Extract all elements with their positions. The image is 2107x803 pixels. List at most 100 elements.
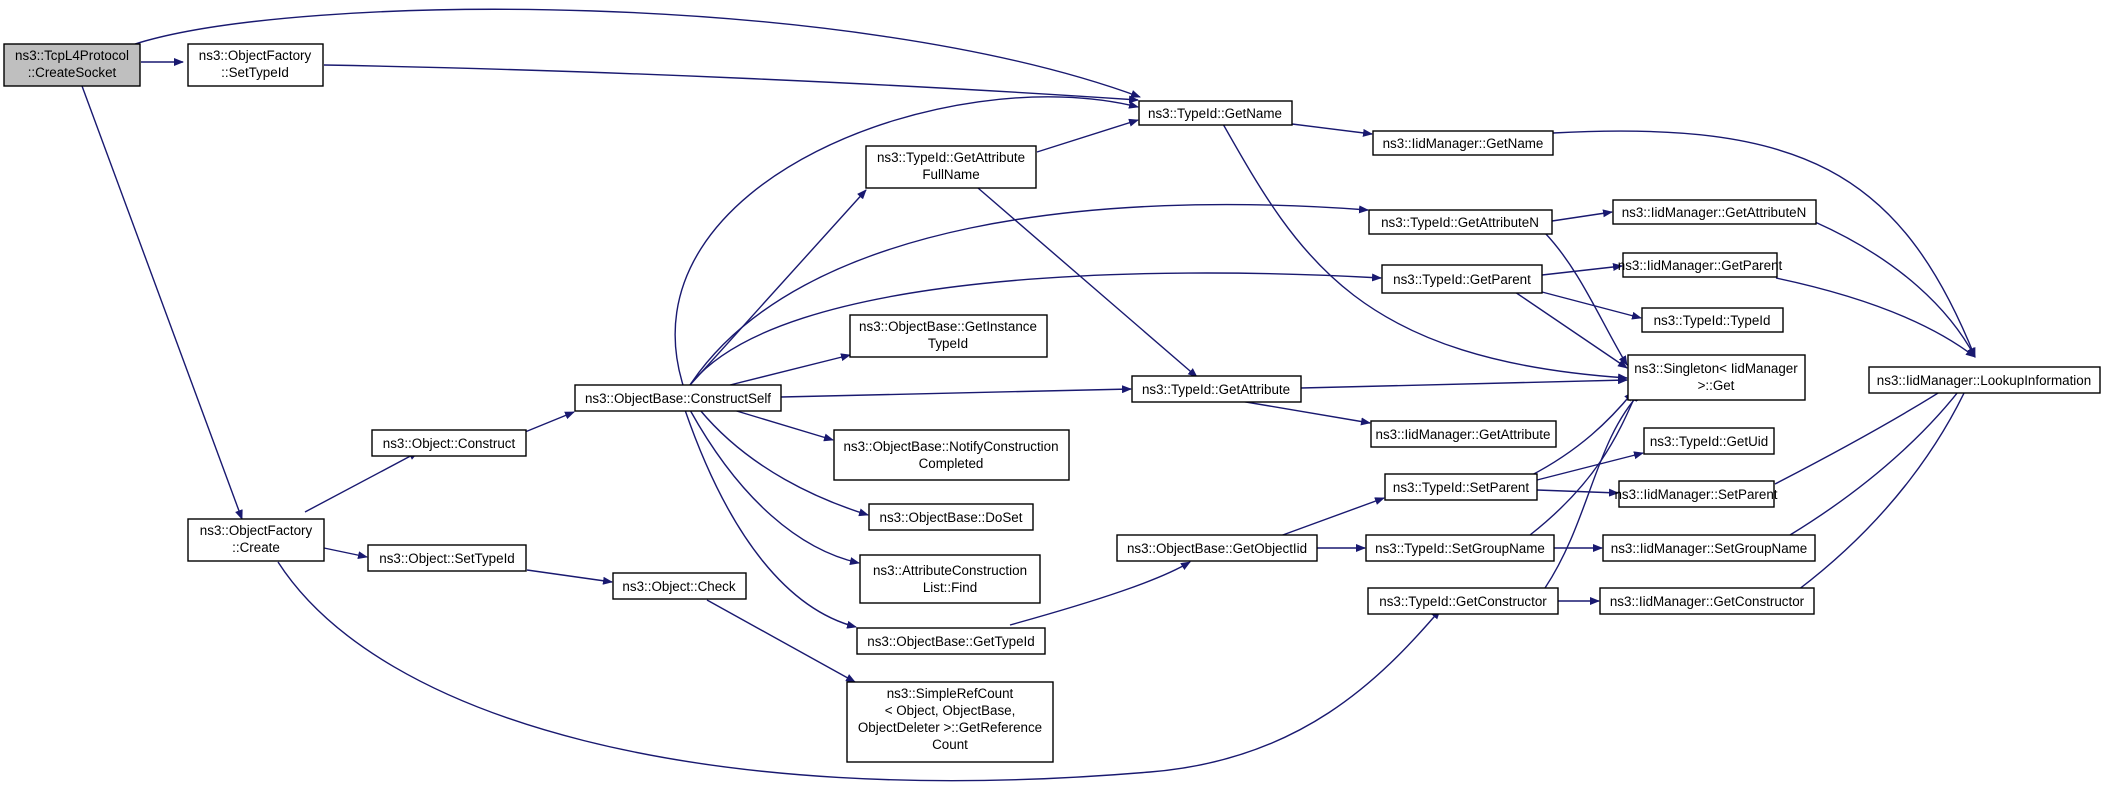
edge-obj-construct-to-ob-constructself (524, 411, 575, 433)
node-label-line: ns3::TypeId::GetAttribute (1142, 382, 1290, 397)
node-label-line: ns3::TcpL4Protocol (15, 48, 129, 63)
node-label-line: ns3::IidManager::LookupInformation (1877, 373, 2091, 388)
edge-typeid-getattrn-to-iid-getattrn (1551, 209, 1613, 222)
node-objectbase-gettypeid[interactable]: ns3::ObjectBase::GetTypeId (856, 627, 1046, 655)
node-iidmanager-getattributen[interactable]: ns3::IidManager::GetAttributeN (1612, 199, 1817, 225)
edge-typeid-getattribute-to-singleton-get (1300, 376, 1628, 389)
node-typeid-getuid[interactable]: ns3::TypeId::GetUid (1643, 427, 1775, 455)
node-objectbase-doset[interactable]: ns3::ObjectBase::DoSet (868, 503, 1034, 531)
node-label-line: ns3::ObjectFactory (200, 523, 313, 538)
edge-of-create-to-obj-settypeid (323, 547, 368, 560)
node-iidmanager-getparent[interactable]: ns3::IidManager::GetParent (1618, 252, 1783, 278)
node-singleton-iidmanager-get[interactable]: ns3::Singleton< IidManager >::Get (1627, 354, 1806, 401)
node-typeid-getattributefullname[interactable]: ns3::TypeId::GetAttribute FullName (865, 145, 1037, 189)
edge-obj-check-to-simplerefcount (706, 599, 856, 683)
node-label-line: ns3::ObjectBase::ConstructSelf (585, 391, 771, 406)
node-label-line: ns3::ObjectBase::DoSet (880, 510, 1023, 525)
node-label-line: ns3::IidManager::GetAttribute (1376, 427, 1551, 442)
edge-iid-getattrn-to-iid-lookup (1814, 221, 1976, 358)
node-label-line: ::CreateSocket (28, 65, 117, 80)
node-label-line: ns3::ObjectBase::GetObjectIid (1127, 541, 1307, 556)
node-label-line: Count (932, 737, 968, 752)
node-typeid-setgroupname[interactable]: ns3::TypeId::SetGroupName (1365, 534, 1555, 562)
edge-typeid-getparent-to-singleton-get (1514, 291, 1628, 369)
node-label-line: ns3::IidManager::GetConstructor (1610, 594, 1805, 609)
edge-typeid-setparent-to-typeid-getuid (1536, 451, 1644, 481)
node-label-line: ns3::Object::Check (622, 579, 735, 594)
node-typeid-getconstructor[interactable]: ns3::TypeId::GetConstructor (1367, 587, 1559, 615)
node-label-line: FullName (922, 167, 979, 182)
node-objectfactory-create[interactable]: ns3::ObjectFactory ::Create (187, 518, 325, 562)
edge-typeid-setparent-to-singleton-get (1529, 391, 1634, 477)
node-label-line: ns3::TypeId::SetGroupName (1375, 541, 1545, 556)
node-typeid-typeid[interactable]: ns3::TypeId::TypeId (1641, 307, 1784, 333)
node-label-line: ns3::IidManager::GetName (1383, 136, 1544, 151)
edge-typeid-getname-to-singleton-get (1222, 123, 1628, 382)
node-attributeconstructionlist-find[interactable]: ns3::AttributeConstruction List::Find (859, 554, 1041, 604)
node-label-line: < Object, ObjectBase, (885, 703, 1016, 718)
edge-iid-setgroupname-to-iid-lookup (1789, 368, 1976, 536)
node-typeid-getattributen[interactable]: ns3::TypeId::GetAttributeN (1368, 209, 1553, 235)
edge-ob-constructself-to-ob-gettypeid (684, 409, 857, 629)
node-objectbase-notifyconstructioncompleted[interactable]: ns3::ObjectBase::NotifyConstruction Comp… (833, 429, 1070, 481)
node-iidmanager-setgroupname[interactable]: ns3::IidManager::SetGroupName (1602, 534, 1816, 562)
node-iidmanager-lookupinformation[interactable]: ns3::IidManager::LookupInformation (1868, 366, 2101, 394)
node-label-line: ns3::ObjectBase::NotifyConstruction (843, 439, 1058, 454)
node-label-line: ns3::TypeId::GetName (1148, 106, 1282, 121)
node-label-line: Completed (919, 456, 984, 471)
node-iidmanager-setparent[interactable]: ns3::IidManager::SetParent (1614, 480, 1778, 508)
node-label-line: ::SetTypeId (221, 65, 289, 80)
node-label-line: ns3::Singleton< IidManager (1634, 361, 1798, 376)
node-label-line: ns3::TypeId::GetUid (1650, 434, 1768, 449)
node-label-line: TypeId (928, 336, 968, 351)
edge-ob-constructself-to-ob-getinstancetypeid (729, 353, 851, 386)
node-simplerefcount-getreferencecount[interactable]: ns3::SimpleRefCount < Object, ObjectBase… (846, 681, 1054, 763)
node-tcpl4protocol-createsocket[interactable]: ns3::TcpL4Protocol ::CreateSocket (3, 43, 141, 87)
edge-typeid-getname-to-iid-getname (1291, 123, 1373, 137)
node-label-line: ns3::IidManager::GetParent (1618, 258, 1783, 273)
edges (81, 8, 1976, 782)
edge-ob-constructself-to-ob-doset (699, 409, 869, 517)
node-objectfactory-settypeid[interactable]: ns3::ObjectFactory ::SetTypeId (187, 43, 324, 87)
node-label-line: ns3::AttributeConstruction (873, 563, 1027, 578)
node-typeid-setparent[interactable]: ns3::TypeId::SetParent (1384, 473, 1538, 501)
node-object-construct[interactable]: ns3::Object::Construct (371, 429, 527, 457)
edge-ob-getobjectiid-to-typeid-setparent (1279, 497, 1385, 537)
edge-typeid-getconstructor-to-singleton-get (1544, 391, 1642, 589)
edge-ob-constructself-to-typeid-getname (674, 96, 1139, 386)
node-iidmanager-getconstructor[interactable]: ns3::IidManager::GetConstructor (1599, 587, 1815, 615)
node-label-line: ns3::ObjectBase::GetInstance (859, 319, 1037, 334)
node-typeid-getname[interactable]: ns3::TypeId::GetName (1138, 100, 1293, 126)
node-typeid-getparent[interactable]: ns3::TypeId::GetParent (1381, 264, 1543, 294)
node-object-settypeid[interactable]: ns3::Object::SetTypeId (367, 544, 527, 572)
edge-typeid-getparent-to-iid-getparent (1541, 263, 1623, 276)
edge-ob-constructself-to-typeid-getparent (689, 272, 1382, 386)
edge-of-create-to-obj-construct (304, 451, 419, 513)
node-objectbase-getobjectiid[interactable]: ns3::ObjectBase::GetObjectIid (1116, 534, 1318, 562)
node-label-line: ns3::TypeId::SetParent (1393, 480, 1530, 495)
edge-ob-constructself-to-typeid-getattribute (780, 385, 1132, 398)
edge-ob-constructself-to-typeid-getattrn (689, 203, 1369, 386)
node-typeid-getattribute[interactable]: ns3::TypeId::GetAttribute (1131, 375, 1302, 403)
edge-typeid-getparent-to-typeid-typeid (1541, 291, 1642, 320)
edge-root-to-typeid-getname (134, 8, 1141, 98)
edge-iid-getparent-to-iid-lookup (1775, 277, 1976, 358)
edge-typeid-setgroupname-to-singleton-get (1529, 391, 1638, 536)
nodes: ns3::TcpL4Protocol ::CreateSocket ns3::O… (3, 43, 2101, 763)
edge-ob-constructself-to-typeid-getattrfullname (689, 189, 867, 386)
node-label-line: >::Get (1698, 378, 1735, 393)
node-iidmanager-getattribute[interactable]: ns3::IidManager::GetAttribute (1370, 420, 1557, 448)
node-objectbase-constructself[interactable]: ns3::ObjectBase::ConstructSelf (574, 384, 782, 412)
edge-ob-gettypeid-to-ob-getobjectiid (1009, 561, 1191, 626)
node-label-line: ns3::TypeId::GetParent (1393, 272, 1531, 287)
node-object-check[interactable]: ns3::Object::Check (612, 572, 747, 600)
node-label-line: ns3::ObjectFactory (199, 48, 312, 63)
node-iidmanager-getname[interactable]: ns3::IidManager::GetName (1372, 130, 1554, 156)
node-objectbase-getinstancetypeid[interactable]: ns3::ObjectBase::GetInstance TypeId (849, 314, 1048, 358)
edge-obj-settypeid-to-obj-check (526, 569, 613, 585)
node-label-line: ns3::TypeId::TypeId (1654, 313, 1771, 328)
node-label-line: ns3::SimpleRefCount (887, 686, 1014, 701)
node-label-line: ns3::Object::SetTypeId (379, 551, 514, 566)
node-label-line: ns3::TypeId::GetConstructor (1379, 594, 1547, 609)
node-label-line: ns3::TypeId::GetAttributeN (1381, 215, 1539, 230)
